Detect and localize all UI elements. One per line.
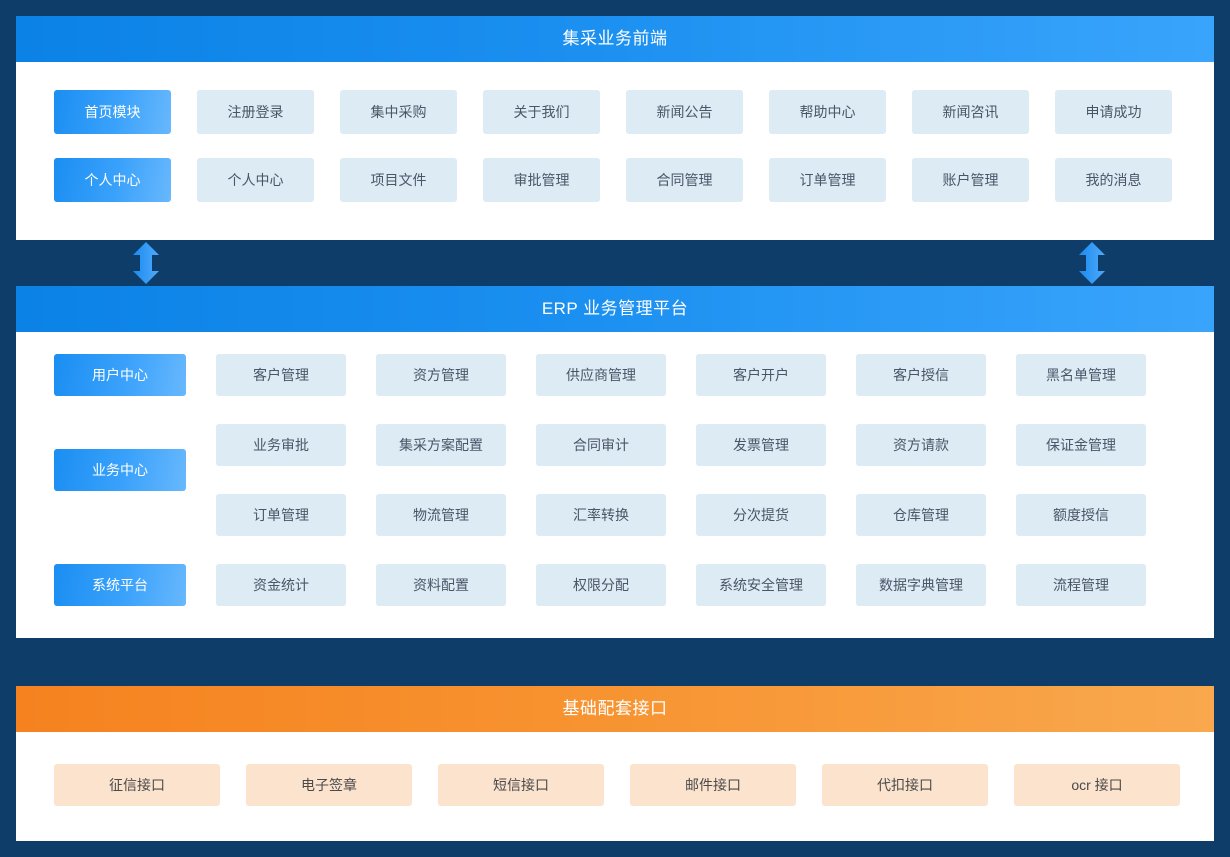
base-interface-2[interactable]: 短信接口 xyxy=(438,764,604,806)
erp-module-3-5[interactable]: 流程管理 xyxy=(1016,564,1146,606)
erp-module-1-0[interactable]: 业务审批 xyxy=(216,424,346,466)
base-interface-panel-title: 基础配套接口 xyxy=(16,686,1214,732)
base-interface-3[interactable]: 邮件接口 xyxy=(630,764,796,806)
front-module-0-0[interactable]: 首页模块 xyxy=(54,90,171,134)
base-interface-0[interactable]: 征信接口 xyxy=(54,764,220,806)
base-interface-grid: 征信接口电子签章短信接口邮件接口代扣接口 ocr 接口 xyxy=(16,732,1214,806)
erp-module-0-0[interactable]: 客户管理 xyxy=(216,354,346,396)
front-end-module-grid: 首页模块注册登录集中采购关于我们新闻公告帮助中心新闻咨讯申请成功个人中心个人中心… xyxy=(16,62,1214,202)
erp-module-0-5[interactable]: 黑名单管理 xyxy=(1016,354,1146,396)
erp-module-1-2[interactable]: 合同审计 xyxy=(536,424,666,466)
erp-side-label-1[interactable]: 业务中心 xyxy=(54,449,186,491)
erp-panel-title: ERP 业务管理平台 xyxy=(16,286,1214,332)
erp-side-label-cell-2 xyxy=(54,494,186,536)
front-module-0-2[interactable]: 集中采购 xyxy=(340,90,457,134)
erp-module-2-0[interactable]: 订单管理 xyxy=(216,494,346,536)
erp-module-1-3[interactable]: 发票管理 xyxy=(696,424,826,466)
front-module-1-6[interactable]: 账户管理 xyxy=(912,158,1029,202)
erp-module-3-2[interactable]: 权限分配 xyxy=(536,564,666,606)
erp-panel: ERP 业务管理平台 用户中心客户管理资方管理供应商管理客户开户客户授信黑名单管… xyxy=(16,286,1214,638)
erp-side-label-2[interactable]: 系统平台 xyxy=(54,564,186,606)
front-module-1-3[interactable]: 审批管理 xyxy=(483,158,600,202)
front-module-1-7[interactable]: 我的消息 xyxy=(1055,158,1172,202)
erp-module-2-2[interactable]: 汇率转换 xyxy=(536,494,666,536)
base-interface-panel: 基础配套接口 征信接口电子签章短信接口邮件接口代扣接口 ocr 接口 xyxy=(16,686,1214,841)
front-module-1-4[interactable]: 合同管理 xyxy=(626,158,743,202)
erp-module-3-4[interactable]: 数据字典管理 xyxy=(856,564,986,606)
erp-module-2-4[interactable]: 仓库管理 xyxy=(856,494,986,536)
front-module-0-6[interactable]: 新闻咨讯 xyxy=(912,90,1029,134)
front-end-panel-body: 首页模块注册登录集中采购关于我们新闻公告帮助中心新闻咨讯申请成功个人中心个人中心… xyxy=(16,62,1214,202)
front-module-1-1[interactable]: 个人中心 xyxy=(197,158,314,202)
erp-module-2-3[interactable]: 分次提货 xyxy=(696,494,826,536)
front-module-0-1[interactable]: 注册登录 xyxy=(197,90,314,134)
erp-module-3-1[interactable]: 资料配置 xyxy=(376,564,506,606)
front-module-0-3[interactable]: 关于我们 xyxy=(483,90,600,134)
connector-arrow-left xyxy=(132,242,160,284)
erp-side-label-cell-3: 系统平台 xyxy=(54,564,186,606)
erp-panel-body: 用户中心客户管理资方管理供应商管理客户开户客户授信黑名单管理业务中心业务审批集采… xyxy=(16,332,1214,606)
front-end-panel-title: 集采业务前端 xyxy=(16,16,1214,62)
erp-module-1-5[interactable]: 保证金管理 xyxy=(1016,424,1146,466)
base-interface-1[interactable]: 电子签章 xyxy=(246,764,412,806)
front-module-0-4[interactable]: 新闻公告 xyxy=(626,90,743,134)
base-interface-5[interactable]: ocr 接口 xyxy=(1014,764,1180,806)
erp-side-label-0[interactable]: 用户中心 xyxy=(54,354,186,396)
erp-module-0-3[interactable]: 客户开户 xyxy=(696,354,826,396)
erp-module-2-5[interactable]: 额度授信 xyxy=(1016,494,1146,536)
front-end-panel: 集采业务前端 首页模块注册登录集中采购关于我们新闻公告帮助中心新闻咨讯申请成功个… xyxy=(16,16,1214,240)
connector-arrow-right xyxy=(1078,242,1106,284)
erp-side-label-cell-0: 用户中心 xyxy=(54,354,186,396)
erp-module-2-1[interactable]: 物流管理 xyxy=(376,494,506,536)
erp-module-1-1[interactable]: 集采方案配置 xyxy=(376,424,506,466)
erp-side-label-cell-1: 业务中心 xyxy=(54,449,186,491)
erp-module-0-2[interactable]: 供应商管理 xyxy=(536,354,666,396)
erp-module-3-0[interactable]: 资金统计 xyxy=(216,564,346,606)
erp-module-0-4[interactable]: 客户授信 xyxy=(856,354,986,396)
erp-module-3-3[interactable]: 系统安全管理 xyxy=(696,564,826,606)
front-module-1-2[interactable]: 项目文件 xyxy=(340,158,457,202)
front-module-0-7[interactable]: 申请成功 xyxy=(1055,90,1172,134)
front-module-1-0[interactable]: 个人中心 xyxy=(54,158,171,202)
front-module-1-5[interactable]: 订单管理 xyxy=(769,158,886,202)
erp-module-1-4[interactable]: 资方请款 xyxy=(856,424,986,466)
base-interface-panel-body: 征信接口电子签章短信接口邮件接口代扣接口 ocr 接口 xyxy=(16,732,1214,806)
front-module-0-5[interactable]: 帮助中心 xyxy=(769,90,886,134)
base-interface-4[interactable]: 代扣接口 xyxy=(822,764,988,806)
erp-module-0-1[interactable]: 资方管理 xyxy=(376,354,506,396)
erp-module-grid: 用户中心客户管理资方管理供应商管理客户开户客户授信黑名单管理业务中心业务审批集采… xyxy=(16,332,1214,606)
